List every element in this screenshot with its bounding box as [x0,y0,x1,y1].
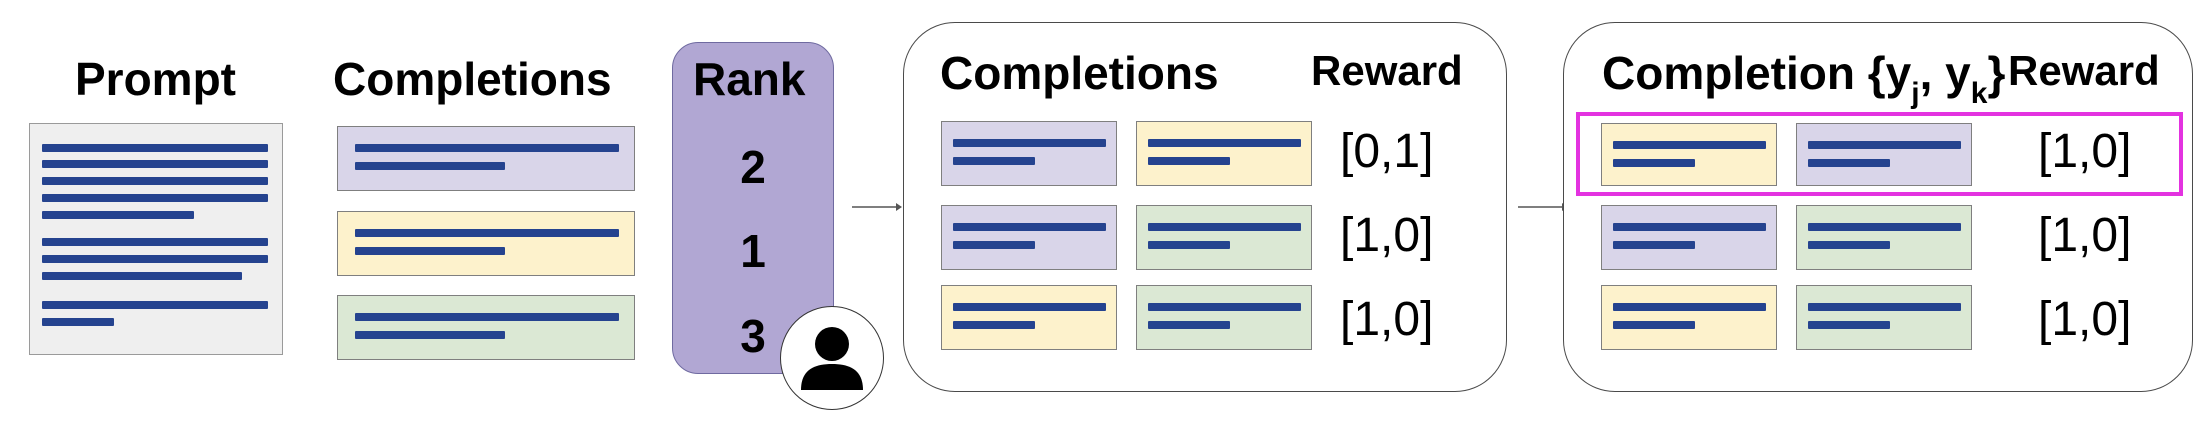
panel2-title-prefix: Completion {y [1602,47,1912,99]
text-line [1148,223,1301,231]
reward-value: [1,0] [2038,293,2132,346]
panel2-title-suffix: } [1987,47,2006,99]
text-line [1148,139,1301,147]
text-line [1613,141,1766,149]
reward-value: [1,0] [2038,209,2132,262]
text-line [355,229,619,237]
panel1-title: Completions [940,47,1219,99]
reward-value: [0,1] [1340,125,1434,178]
text-line [1613,241,1695,249]
text-line [953,223,1106,231]
text-line [1808,141,1961,149]
completion-card [337,295,635,360]
completion-card [941,121,1117,186]
text-line [355,313,619,321]
text-line [1613,159,1695,167]
prompt-title: Prompt [75,53,236,105]
text-line [42,272,242,280]
text-line [42,160,268,168]
text-line [1148,157,1230,165]
text-line [953,157,1035,165]
text-line [1613,223,1766,231]
text-line [355,162,505,170]
text-line [42,211,194,219]
text-line [1148,321,1230,329]
rank-value: 2 [740,141,766,193]
completion-card [941,205,1117,270]
reward-value: [1,0] [1340,209,1434,262]
completion-card [1601,123,1777,186]
text-line [1613,321,1695,329]
completion-card [337,126,635,191]
text-line [953,139,1106,147]
text-line [42,318,114,326]
text-line [42,238,268,246]
text-line [42,255,268,263]
completion-card [1796,285,1972,350]
prompt-document [29,123,283,355]
panel1-reward-header: Reward [1311,47,1463,94]
reward-value: [1,0] [1340,293,1434,346]
text-line [42,177,268,185]
text-line [953,241,1035,249]
text-line [1148,241,1230,249]
text-line [42,301,268,309]
arrow-right-icon [1518,203,1568,211]
user-icon [800,326,863,390]
panel2-reward-header: Reward [2008,47,2160,94]
text-line [355,144,619,152]
subscript-j: j [1911,77,1920,110]
panel2-title-sep: , y [1919,47,1971,99]
completion-card [1601,285,1777,350]
completion-card [1136,121,1312,186]
rank-title: Rank [693,53,806,105]
user-avatar [780,306,884,410]
text-line [1808,321,1890,329]
text-line [42,144,268,152]
text-line [355,247,505,255]
completion-card [1796,123,1972,186]
text-line [953,303,1106,311]
completion-card [941,285,1117,350]
rank-value: 1 [740,225,766,277]
completion-card [1136,285,1312,350]
text-line [953,321,1035,329]
text-line [1808,303,1961,311]
subscript-k: k [1970,77,1988,110]
completion-card [337,211,635,276]
text-line [1613,303,1766,311]
panel2-title: Completion {yj, yk} [1602,47,2006,109]
completion-card [1796,205,1972,270]
completion-card [1136,205,1312,270]
text-line [42,194,268,202]
arrow-right-icon [852,203,902,211]
text-line [1148,303,1301,311]
completion-card [1601,205,1777,270]
rank-value: 3 [740,310,766,362]
text-line [1808,159,1890,167]
text-line [1808,223,1961,231]
text-line [1808,241,1890,249]
text-line [355,331,505,339]
completions-title: Completions [333,53,612,105]
selected-pair-highlight [1576,112,2183,196]
reward-value: [1,0] [2038,125,2132,178]
